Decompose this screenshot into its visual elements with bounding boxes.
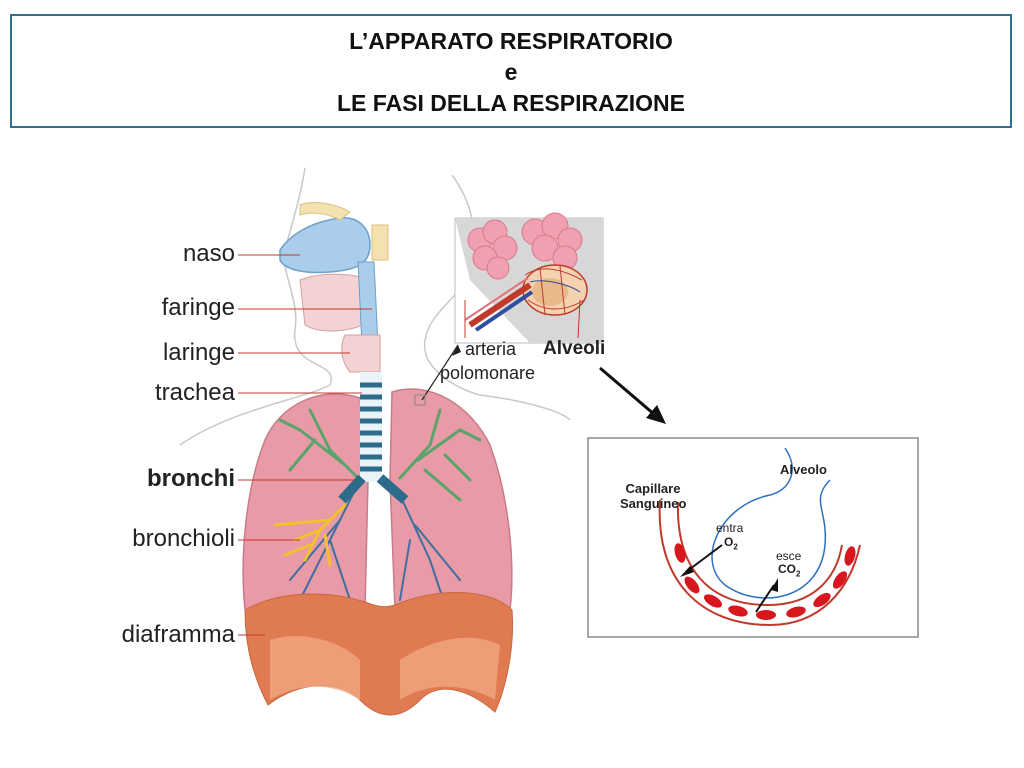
lung-to-inset-arrow — [421, 344, 459, 401]
bronchial-tree — [278, 408, 482, 606]
co2-arrow — [755, 584, 775, 613]
title-line-3: LE FASI DELLA RESPIRAZIONE — [336, 90, 685, 116]
capillary-outer-wall — [658, 499, 861, 627]
label-bronchioli: bronchioli — [132, 525, 235, 552]
red-blood-cells — [674, 543, 856, 620]
label-alveoli: Alveoli — [543, 338, 606, 359]
label-trachea: trachea — [154, 379, 235, 406]
alveolus-capillary-net — [522, 264, 588, 316]
gas-exchange-box — [587, 437, 919, 638]
title-line-2: e — [504, 59, 518, 85]
label-diaframma: diaframma — [121, 621, 235, 648]
label-alveolo: Alveolo — [780, 462, 827, 477]
label-entra: entra — [716, 521, 744, 535]
label-polomonare: polomonare — [440, 363, 536, 383]
label-bronchi: bronchi — [147, 465, 235, 492]
bronchioles-yellow — [273, 503, 347, 567]
label-laringe: laringe — [162, 339, 235, 366]
leader-lines — [238, 254, 372, 636]
nose-cartilage — [299, 202, 351, 221]
label-faringe: faringe — [161, 294, 235, 321]
nasal-cavity — [279, 217, 371, 274]
title-line-1: L’APPARATO RESPIRATORIO — [349, 28, 673, 54]
lung-zoom-marker — [414, 394, 426, 406]
diaphragm-light-right — [400, 637, 500, 700]
alveolo-wall — [711, 447, 831, 599]
skull-bone — [371, 224, 389, 261]
right-lung — [389, 388, 513, 611]
alveoli-cluster-right — [521, 212, 583, 271]
o2-arrow — [685, 544, 723, 573]
pulmonary-artery-vessel — [464, 277, 534, 332]
label-o2: O2 — [724, 535, 738, 552]
diaphragm-light — [270, 636, 360, 700]
title-box: L’APPARATO RESPIRATORIO e LE FASI DELLA … — [10, 14, 1012, 128]
label-arteria: arteria — [465, 339, 517, 359]
inset-to-detail-arrow — [599, 366, 656, 417]
pharynx-tube — [357, 261, 379, 346]
alveoli-pointer — [577, 299, 581, 339]
label-co2: CO2 — [778, 562, 801, 579]
left-lung — [242, 393, 369, 611]
label-esce: esce — [776, 549, 802, 563]
head-outline — [179, 167, 333, 446]
alveoli-cluster-left — [467, 219, 518, 280]
label-naso: naso — [182, 240, 235, 267]
trachea — [338, 372, 409, 504]
